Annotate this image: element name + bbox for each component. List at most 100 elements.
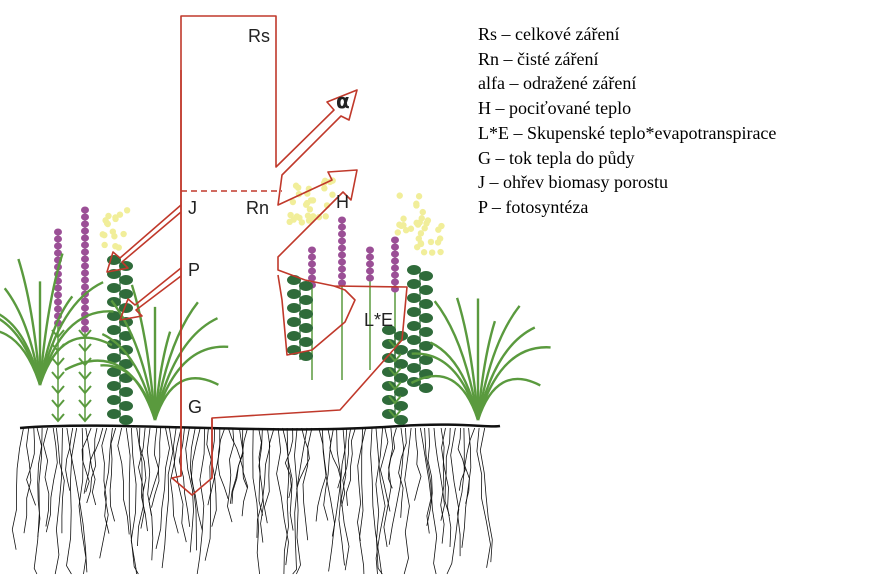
loosestrife-flower [338,245,346,252]
loosestrife-flower [54,292,62,299]
yellow-flower [291,216,297,222]
loosestrife-flower [391,251,399,258]
leaf [419,383,433,393]
leaf [287,317,301,327]
root [371,428,382,574]
loosestrife-flower [81,221,89,228]
leaf [287,331,301,341]
leaf [107,381,121,391]
root [477,428,491,568]
leaf [119,275,133,285]
yellow-flower [101,242,107,248]
vegetation [0,177,551,425]
leaf [299,295,313,305]
yellow-flower [396,222,402,228]
root [12,428,23,550]
root [232,428,248,504]
loosestrife-flower [81,256,89,263]
yellow-flower [421,225,427,231]
root [330,428,341,488]
yellow-flower [329,191,335,197]
root [67,428,87,572]
leaf [119,387,133,397]
yellow-flower [429,249,435,255]
loosestrife-flower [81,326,89,333]
root [337,428,345,565]
loosestrife-flower [338,231,346,238]
root [388,428,396,488]
legend-item: alfa – odražené záření [478,71,776,96]
leaf [394,331,408,341]
root [118,428,129,534]
root [404,428,411,574]
legend-item: Rs – celkové záření [478,22,776,47]
loosestrife-flower [366,261,374,268]
loosestrife-flower [308,268,316,275]
loosestrife-flower [81,207,89,214]
leaf [407,307,421,317]
loosestrife-flower [54,236,62,243]
loosestrife-flower [81,214,89,221]
leaf [119,401,133,411]
label-j: J [188,198,197,218]
root [480,428,492,562]
root [228,428,247,488]
yellow-flower [307,206,313,212]
evapotranspiration-arrow [278,275,355,355]
loosestrife-flower [366,268,374,275]
loosestrife-flower [391,244,399,251]
root [131,428,136,574]
leaf [419,313,433,323]
loosestrife-flower [338,259,346,266]
loosestrife-flower [338,238,346,245]
leaf [407,293,421,303]
loosestrife-flower [308,261,316,268]
root [228,428,234,522]
grass-blade [478,328,535,421]
label-p: P [188,260,200,280]
leaf [407,335,421,345]
leaf [407,363,421,373]
yellow-flower [425,217,431,223]
leaf [107,325,121,335]
leaf [419,271,433,281]
yellow-flower [437,249,443,255]
root [197,428,204,574]
loosestrife-flower [81,235,89,242]
label-h: H [336,192,349,212]
legend-item: Rn – čisté záření [478,47,776,72]
loosestrife-flower [81,270,89,277]
root [257,428,270,538]
root [462,428,471,548]
leaf [107,395,121,405]
root [162,428,173,568]
legend-item: G – tok tepla do půdy [478,146,776,171]
loosestrife-flower [81,284,89,291]
loosestrife-flower [338,217,346,224]
yellow-flower [403,227,409,233]
label-le: L*E [364,310,393,330]
yellow-flower [116,244,122,250]
yellow-flower [416,193,422,199]
legend-item: J – ohřev biomasy porostu [478,170,776,195]
loosestrife-flower [54,229,62,236]
loosestrife-flower [81,263,89,270]
leaf [407,279,421,289]
yellow-flower [299,219,305,225]
leaf [407,265,421,275]
loosestrife-flower [54,299,62,306]
leaf [407,321,421,331]
root [447,428,459,574]
grass-blade [155,318,218,420]
yellow-flower [102,217,108,223]
label-rn: Rn [246,198,269,218]
loosestrife-flower [366,247,374,254]
root [67,428,77,574]
loosestrife-flower [391,272,399,279]
yellow-flower [100,231,106,237]
root [442,428,451,547]
yellow-flower [414,244,420,250]
loosestrife-flower [366,275,374,282]
leaf [299,281,313,291]
